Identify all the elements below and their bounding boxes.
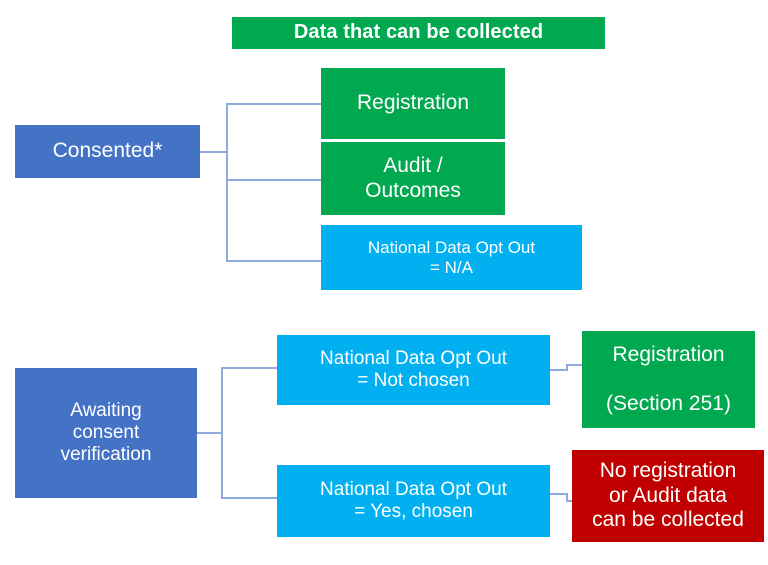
node-no-registration-or-audit: No registration or Audit data can be col… — [572, 450, 764, 542]
node-ndoo-yes-chosen: National Data Opt Out = Yes, chosen — [277, 465, 550, 537]
connector-consented-to-registration — [226, 103, 322, 105]
node-ndoo-na: National Data Opt Out = N/A — [321, 225, 582, 290]
node-ndoo-yes-chosen-label: National Data Opt Out = Yes, chosen — [320, 478, 507, 522]
connector-yes-chosen-step-a — [550, 493, 568, 495]
node-registration-label: Registration — [356, 91, 470, 115]
node-registration-section-251-label: Registration (Section 251) — [606, 342, 731, 415]
node-consented: Consented* — [15, 125, 200, 178]
node-registration: Registration — [321, 68, 505, 139]
node-ndoo-not-chosen-label: National Data Opt Out = Not chosen — [320, 347, 507, 391]
connector-awaiting-stem — [197, 432, 222, 434]
connector-consented-to-audit-outcomes — [226, 179, 322, 181]
node-consented-label: Consented* — [52, 139, 163, 163]
node-audit-outcomes-label: Audit / Outcomes — [365, 154, 461, 202]
node-awaiting-consent-verification: Awaiting consent verification — [15, 368, 197, 498]
connector-consented-trunk — [226, 103, 228, 261]
connector-yes-chosen-step-b — [566, 493, 568, 501]
connector-awaiting-to-ndoo-not-chosen — [221, 367, 278, 369]
connector-consented-stem — [200, 151, 227, 153]
connector-consented-to-ndoo-na — [226, 260, 322, 262]
diagram-title-text: Data that can be collected — [293, 21, 544, 44]
node-ndoo-na-label: National Data Opt Out = N/A — [367, 237, 536, 277]
connector-not-chosen-step-b — [566, 364, 568, 370]
node-registration-section-251: Registration (Section 251) — [582, 331, 755, 428]
connector-not-chosen-step-a — [550, 369, 568, 371]
diagram-title-banner: Data that can be collected — [232, 17, 605, 49]
connector-not-chosen-step-c — [566, 364, 584, 366]
connector-awaiting-trunk — [221, 367, 223, 498]
node-no-registration-or-audit-label: No registration or Audit data can be col… — [592, 459, 744, 532]
node-audit-outcomes: Audit / Outcomes — [321, 142, 505, 215]
node-ndoo-not-chosen: National Data Opt Out = Not chosen — [277, 335, 550, 405]
connector-awaiting-to-ndoo-yes-chosen — [221, 497, 278, 499]
node-awaiting-consent-verification-label: Awaiting consent verification — [60, 399, 152, 466]
